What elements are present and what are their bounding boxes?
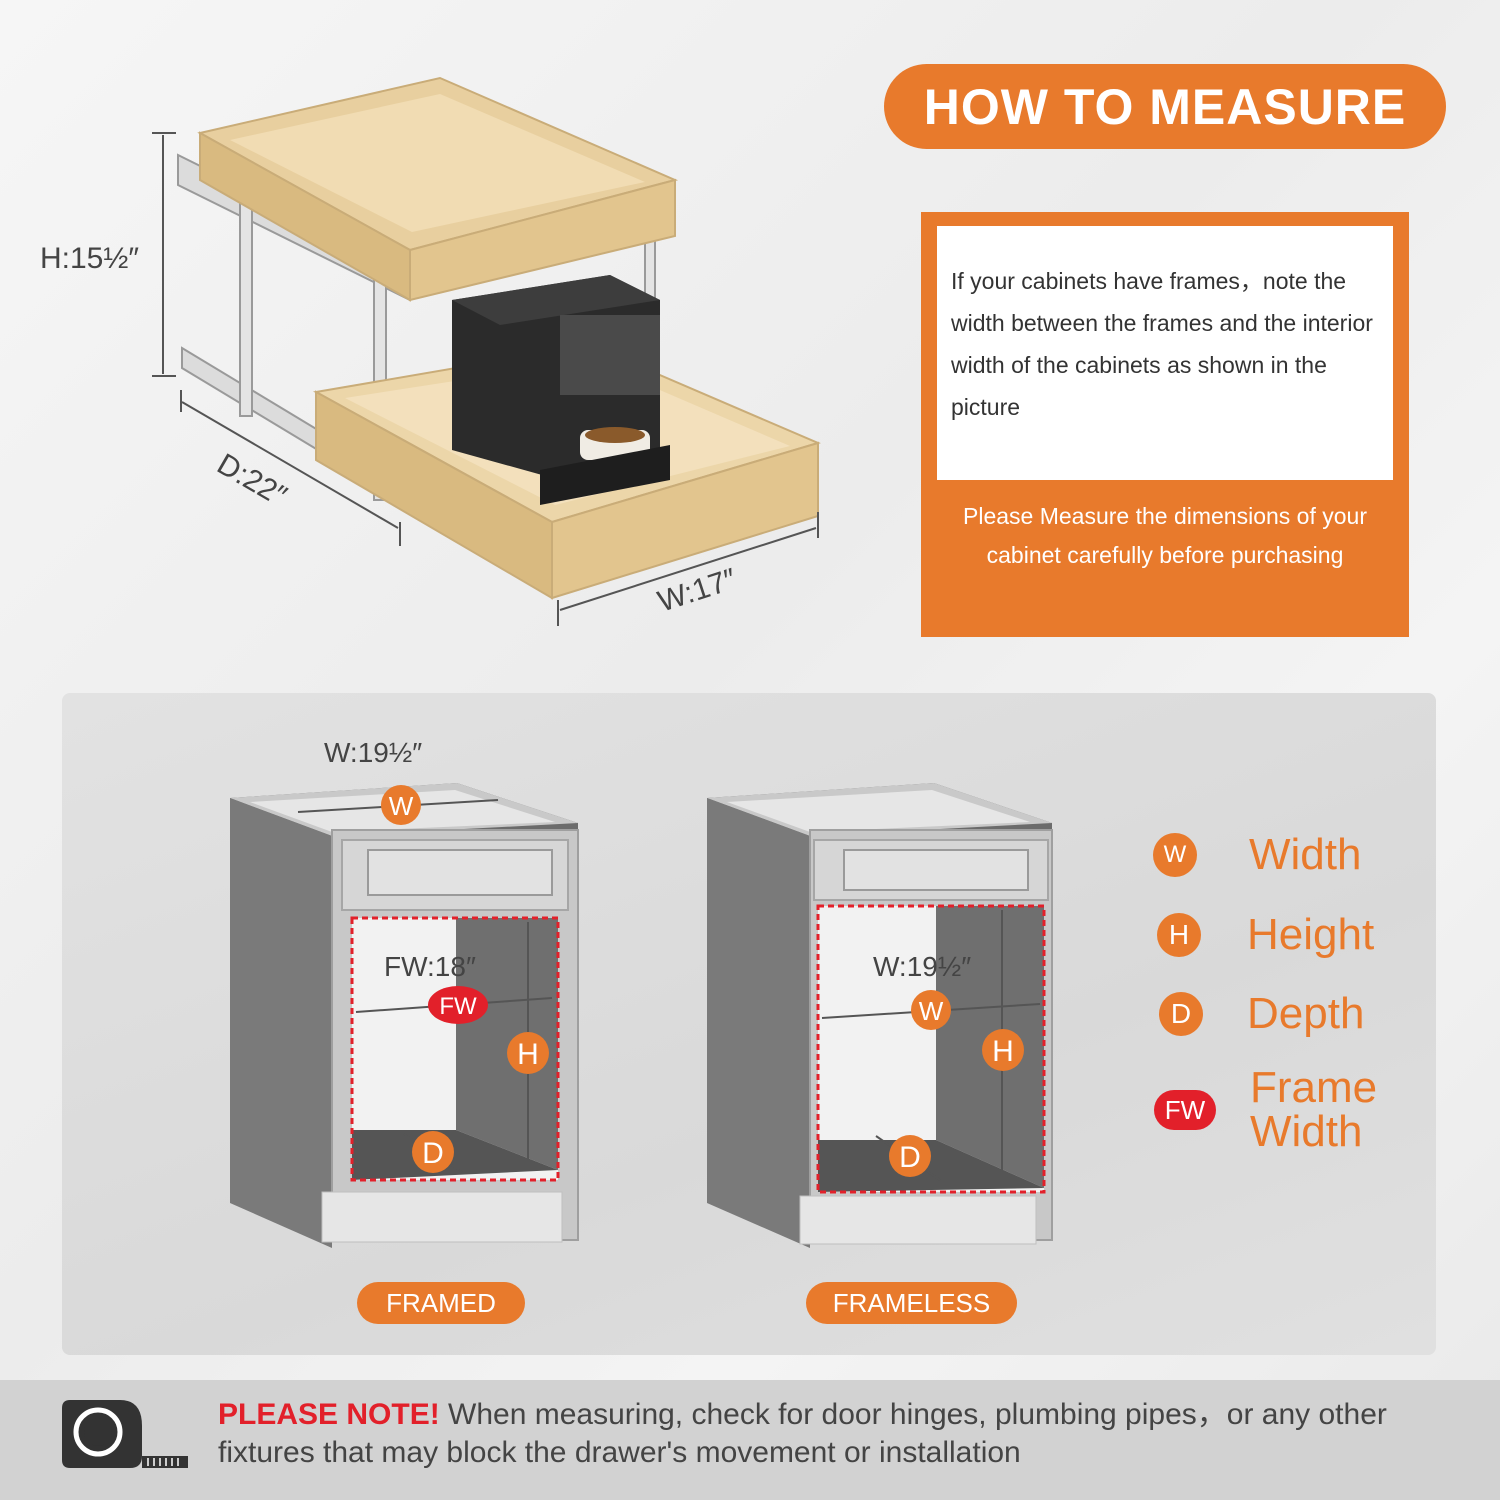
framed-fw-badge-text: FW — [439, 993, 477, 1020]
framed-w-badge — [381, 785, 421, 825]
legend-depth: D Depth — [1159, 991, 1364, 1037]
legend-depth-label: Depth — [1247, 989, 1365, 1038]
framed-d-badge-text: D — [422, 1137, 444, 1170]
legend-frame-width-label: Frame Width — [1250, 1063, 1378, 1156]
note-bar — [0, 1380, 1500, 1500]
frameless-width-label: W:19½″ — [873, 951, 971, 982]
framed-top-width-label: W:19½″ — [324, 737, 422, 768]
legend-depth-badge: D — [1159, 992, 1203, 1036]
framed-fw-badge — [428, 986, 488, 1024]
framed-h-badge — [507, 1032, 549, 1074]
frameless-w-badge — [911, 990, 951, 1030]
coffee-machine — [452, 275, 670, 505]
info-box: If your cabinets have frames，note the wi… — [921, 212, 1409, 637]
frames-instructions: If your cabinets have frames，note the wi… — [937, 226, 1393, 480]
tape-measure-icon — [62, 1400, 188, 1468]
framed-h-badge-text: H — [517, 1038, 539, 1071]
frameless-d-badge-text: D — [899, 1141, 921, 1174]
note-text: PLEASE NOTE! When measuring, check for d… — [218, 1396, 1478, 1472]
framed-frame-width-label: FW:18″ — [384, 951, 476, 982]
note-body: When measuring, check for door hinges, p… — [218, 1398, 1387, 1469]
upper-drawer — [197, 76, 679, 302]
framed-caption: FRAMED — [357, 1282, 525, 1324]
legend-frame-width: FW Frame Width — [1154, 1066, 1390, 1154]
frameless-d-badge — [889, 1135, 931, 1177]
framed-d-badge — [412, 1131, 454, 1173]
pullout-drawer-illustration: H:15½″ D:22″ W:17″ — [40, 76, 821, 626]
frameless-cabinet — [707, 783, 1053, 1248]
legend-width: W Width — [1153, 832, 1361, 878]
legend-width-badge: W — [1153, 833, 1197, 877]
height-dimension — [152, 132, 176, 377]
page-title: HOW TO MEASURE — [884, 64, 1446, 149]
legend-height-label: Height — [1247, 910, 1375, 959]
height-label: H:15½″ — [40, 242, 139, 275]
note-strong: PLEASE NOTE! — [218, 1398, 440, 1431]
frameless-caption: FRAMELESS — [806, 1282, 1017, 1324]
legend-height: H Height — [1157, 912, 1374, 958]
legend-width-label: Width — [1249, 830, 1362, 879]
frameless-h-badge-text: H — [992, 1035, 1014, 1068]
legend-frame-width-badge: FW — [1154, 1090, 1216, 1130]
frameless-w-badge-text: W — [919, 996, 944, 1026]
frameless-h-badge — [982, 1029, 1024, 1071]
depth-dimension — [180, 390, 401, 546]
legend-height-badge: H — [1157, 913, 1201, 957]
width-dimension — [557, 512, 819, 626]
measure-note: Please Measure the dimensions of your ca… — [963, 503, 1367, 568]
framed-w-badge-text: W — [389, 791, 414, 821]
framed-cabinet — [230, 783, 579, 1248]
